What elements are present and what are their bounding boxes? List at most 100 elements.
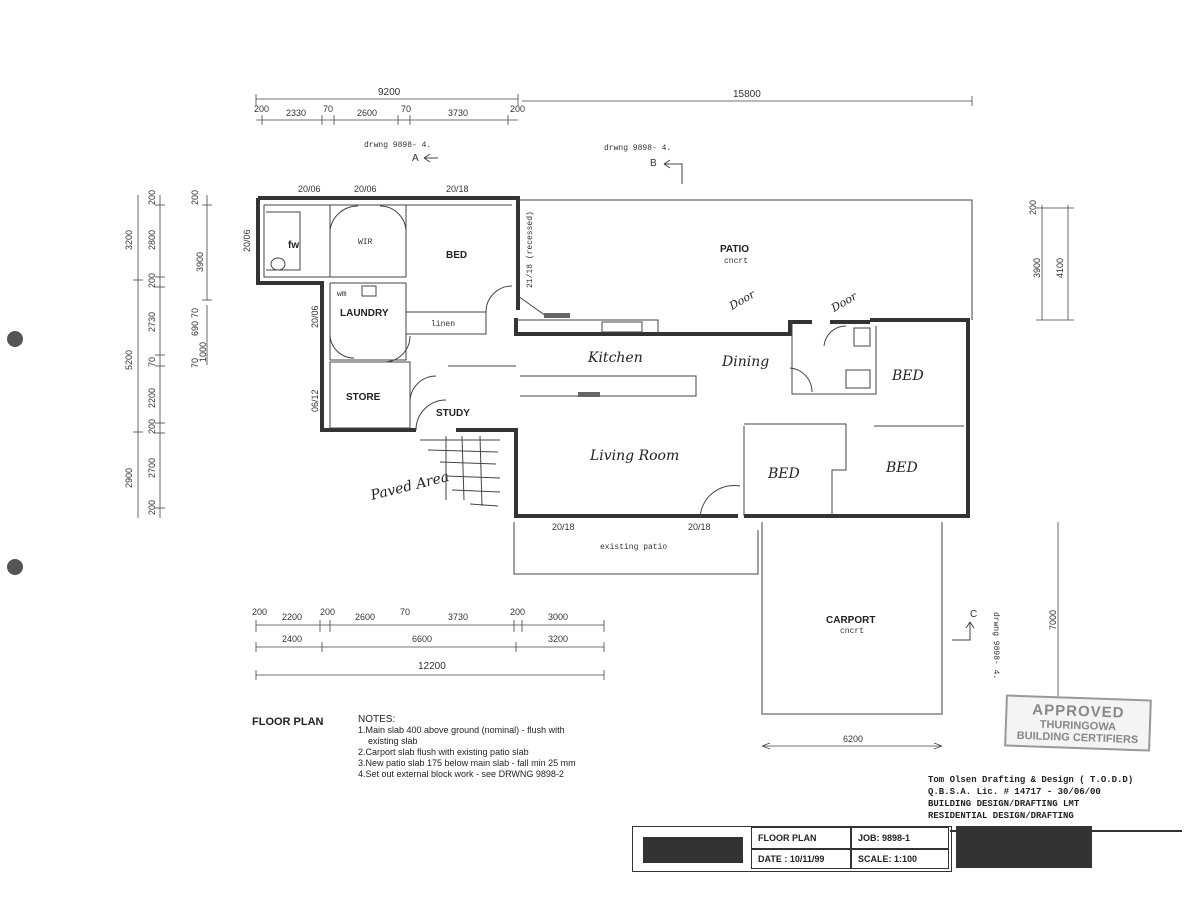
room-existing-patio: existing patio [600, 543, 667, 552]
room-patio: PATIO [720, 244, 749, 255]
svg-text:drwng 9898- 4.: drwng 9898- 4. [364, 141, 431, 150]
svg-text:200: 200 [147, 190, 157, 205]
binder-hole-top [7, 331, 23, 347]
paved-area-sketch [420, 435, 501, 507]
dim-overall-left: 9200 [378, 87, 401, 98]
svg-text:20/06: 20/06 [242, 229, 252, 252]
approved-stamp: APPROVED THURINGOWA BUILDING CERTIFIERS [1004, 694, 1152, 752]
svg-text:drwng 9898- 4.: drwng 9898- 4. [604, 144, 671, 153]
svg-text:12200: 12200 [418, 661, 446, 672]
walls [256, 196, 973, 715]
svg-text:drwng 9898- 4.: drwng 9898- 4. [991, 612, 1000, 679]
dim-seg-2: 2330 [286, 108, 306, 118]
notes-block: NOTES: 1.Main slab 400 above ground (nom… [358, 714, 576, 780]
title-rule [950, 830, 1182, 832]
section-ref-b: drwng 9898- 4. B [604, 144, 683, 184]
svg-text:20/18: 20/18 [688, 522, 711, 532]
svg-text:2200: 2200 [147, 388, 157, 408]
svg-text:21/18 (recessed): 21/18 (recessed) [526, 211, 535, 288]
dim-seg-7: 200 [510, 104, 525, 114]
svg-text:20/06: 20/06 [354, 184, 377, 194]
svg-text:200: 200 [252, 607, 267, 617]
svg-text:2200: 2200 [282, 612, 302, 622]
svg-text:A: A [412, 153, 419, 164]
bottom-dimensions: 200 2200 200 2600 70 3730 200 3000 2400 … [252, 607, 605, 680]
svg-text:690: 690 [190, 321, 200, 336]
svg-text:2400: 2400 [282, 634, 302, 644]
door-note-2: Door [828, 289, 860, 315]
svg-text:5200: 5200 [124, 350, 134, 370]
svg-text:70: 70 [190, 358, 200, 368]
svg-text:3200: 3200 [548, 634, 568, 644]
tb-job: JOB: 9898-1 [851, 827, 949, 849]
svg-text:200: 200 [510, 607, 525, 617]
room-linen: linen [431, 320, 455, 329]
section-ref-c: drwng 9898- 4. C [952, 609, 1000, 679]
svg-text:70: 70 [147, 357, 157, 367]
room-bed-3: BED [767, 466, 800, 482]
svg-text:3900: 3900 [195, 252, 205, 272]
firm-line-2: Q.B.S.A. Lic. # 14717 - 30/06/00 [928, 787, 1101, 797]
dim-carport-width: 6200 [843, 734, 863, 744]
svg-text:70: 70 [400, 607, 410, 617]
tb-scale: SCALE: 1:100 [851, 849, 949, 869]
svg-text:3200: 3200 [124, 230, 134, 250]
svg-text:06/12: 06/12 [310, 389, 320, 412]
room-store: STORE [346, 392, 381, 403]
binder-hole-bottom [7, 559, 23, 575]
svg-text:20/18: 20/18 [552, 522, 575, 532]
svg-text:20/18: 20/18 [446, 184, 469, 194]
room-patio-sub: cncrt [724, 257, 748, 266]
title-block: FLOOR PLAN JOB: 9898-1 DATE : 10/11/99 S… [632, 826, 952, 872]
room-carport-sub: cncrt [840, 627, 864, 636]
tb-date: DATE : 10/11/99 [751, 849, 851, 869]
note-4: 4.Set out external block work - see DRWN… [358, 769, 564, 779]
note-1: 1.Main slab 400 above ground (nominal) -… [358, 725, 565, 735]
svg-text:B: B [650, 158, 657, 169]
svg-text:2700: 2700 [147, 458, 157, 478]
svg-text:2900: 2900 [124, 468, 134, 488]
dim-seg-6: 3730 [448, 108, 468, 118]
svg-text:200: 200 [190, 190, 200, 205]
svg-text:70: 70 [190, 308, 200, 318]
firm-line-1: Tom Olsen Drafting & Design ( T.O.D.D) [928, 775, 1134, 785]
right-dimensions: 200 3900 4100 7000 6200 [761, 200, 1074, 750]
dim-overall-right: 15800 [733, 89, 761, 100]
firm-details: Tom Olsen Drafting & Design ( T.O.D.D) Q… [928, 774, 1133, 822]
svg-text:2800: 2800 [147, 230, 157, 250]
note-1-cont: existing slab [368, 736, 418, 746]
svg-text:6600: 6600 [412, 634, 432, 644]
room-fw: fw [288, 240, 299, 251]
firm-line-3: BUILDING DESIGN/DRAFTING LMT [928, 799, 1080, 809]
room-study: STUDY [436, 408, 470, 419]
room-dining: Dining [721, 354, 769, 370]
room-bed-1: BED [446, 250, 467, 261]
svg-text:20/06: 20/06 [310, 305, 320, 328]
svg-text:200: 200 [1028, 200, 1038, 215]
room-wm: wm [337, 290, 347, 299]
note-3: 3.New patio slab 175 below main slab - f… [358, 758, 576, 768]
svg-text:200: 200 [147, 419, 157, 434]
svg-text:C: C [970, 609, 977, 620]
room-living: Living Room [589, 448, 679, 464]
note-2: 2.Carport slab flush with existing patio… [358, 747, 529, 757]
window-labels: 20/06 20/06 20/18 20/06 21/18 (recessed)… [242, 184, 711, 532]
dim-seg-5: 70 [401, 104, 411, 114]
svg-text:3900: 3900 [1032, 258, 1042, 278]
svg-text:4100: 4100 [1055, 258, 1065, 278]
svg-text:3730: 3730 [448, 612, 468, 622]
svg-text:3000: 3000 [548, 612, 568, 622]
room-bed-4: BED [885, 460, 918, 476]
plan-title: FLOOR PLAN [252, 716, 324, 728]
paved-area-label: Paved Area [368, 469, 451, 504]
firm-line-4: RESIDENTIAL DESIGN/DRAFTING [928, 811, 1074, 821]
top-dimensions: 9200 15800 200 2330 70 2600 70 3730 200 [254, 87, 973, 125]
svg-text:7000: 7000 [1048, 610, 1058, 630]
redacted-logo [643, 837, 743, 863]
svg-text:20/06: 20/06 [298, 184, 321, 194]
svg-text:200: 200 [147, 500, 157, 515]
room-labels: fw WIR BED PATIO cncrt wm LAUNDRY linen … [288, 238, 924, 636]
room-bed-2: BED [891, 368, 924, 384]
room-wir: WIR [358, 238, 373, 247]
